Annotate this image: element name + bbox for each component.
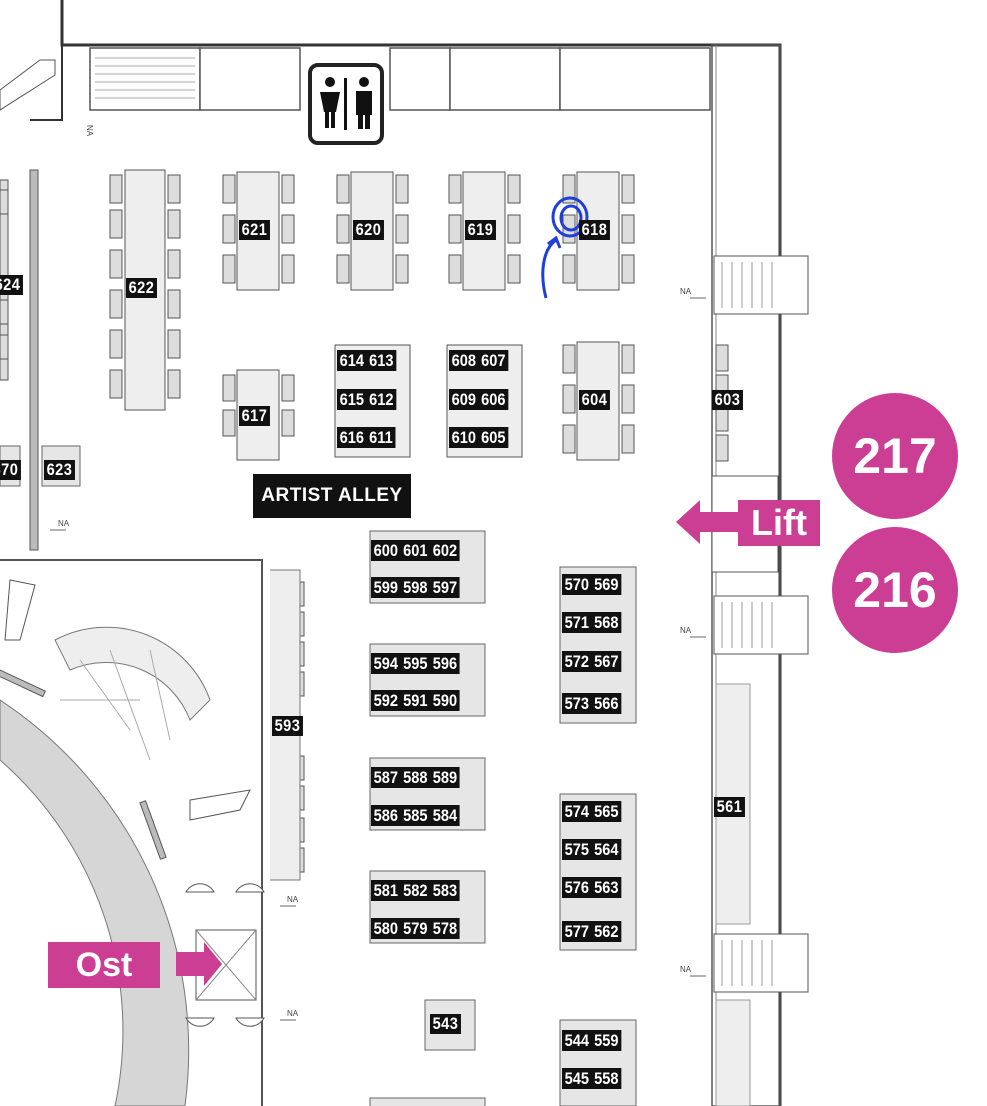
hall-216-badge[interactable]: 216	[832, 527, 958, 653]
na-marker: NA	[287, 1009, 299, 1018]
booth-617[interactable]: 617	[239, 406, 270, 426]
booth-619[interactable]: 619	[465, 220, 496, 240]
booth-543[interactable]: 543	[430, 1014, 461, 1034]
na-marker: NA	[287, 895, 299, 904]
booth-618[interactable]: 618	[579, 220, 610, 240]
na-marker: NA	[680, 287, 692, 296]
lift-label[interactable]: Lift	[738, 500, 820, 546]
booth-624[interactable]: 624	[0, 275, 23, 295]
na-marker: NA	[680, 626, 692, 635]
na-marker: NA	[680, 965, 692, 974]
booth-561[interactable]: 561	[714, 797, 745, 817]
booth-603[interactable]: 603	[712, 390, 743, 410]
booth-623[interactable]: 623	[44, 460, 75, 480]
na-marker: NA	[85, 124, 95, 137]
booth-593[interactable]: 593	[272, 716, 303, 736]
booth-622[interactable]: 622	[126, 278, 157, 298]
annotation-circle	[541, 196, 589, 299]
booth-620[interactable]: 620	[353, 220, 384, 240]
booth-670[interactable]: 670	[0, 460, 21, 480]
entrance-east-label[interactable]: Ost	[48, 942, 160, 988]
na-marker: NA	[58, 519, 70, 528]
booth-621[interactable]: 621	[239, 220, 270, 240]
booth-604[interactable]: 604	[579, 390, 610, 410]
artist-alley-label: ARTIST ALLEY	[253, 474, 411, 518]
hall-217-badge[interactable]: 217	[832, 393, 958, 519]
